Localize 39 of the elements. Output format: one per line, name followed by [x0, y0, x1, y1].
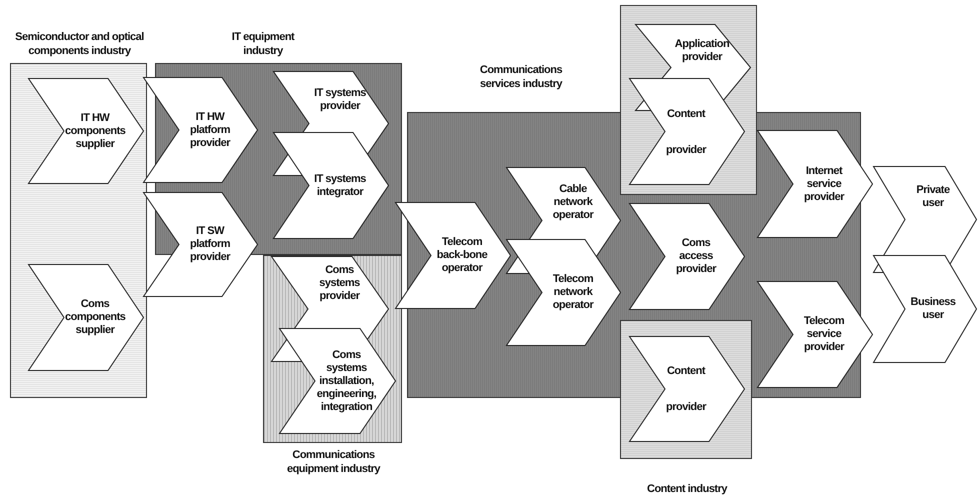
- chevron-shape: [873, 255, 977, 363]
- role-label: Internet service provider: [802, 165, 846, 204]
- industry-heading: Content industry: [646, 482, 728, 496]
- chevron-shape: [28, 264, 144, 371]
- role-label: Telecom back-bone operator: [436, 236, 488, 275]
- role-label: Coms components supplier: [65, 298, 125, 337]
- chevron-shape: [757, 281, 873, 388]
- chevron-shape: [279, 328, 396, 434]
- chevron-shape: [757, 130, 873, 238]
- role-label: Telecom service provider: [802, 315, 846, 354]
- role-label: IT systems provider: [313, 87, 367, 113]
- role-label: IT systems integrator: [313, 173, 367, 199]
- role-label: Cable network operator: [552, 183, 595, 222]
- chevron-shape: [143, 192, 258, 297]
- industry-panel: [620, 5, 757, 195]
- role-label: Business user: [910, 296, 956, 322]
- role-label: Application provider: [674, 38, 730, 64]
- industry-heading: Communications services industry: [478, 63, 564, 91]
- chevron-shape: [143, 77, 258, 183]
- chevron-shape: [629, 78, 745, 185]
- role-label: Coms systems provider: [318, 264, 361, 303]
- role-label: IT HW components supplier: [65, 112, 125, 151]
- chevron-shape: [629, 203, 745, 310]
- industry-heading: IT equipment industry: [230, 30, 296, 58]
- role-label: Content provider: [664, 107, 708, 158]
- chevron-shape: [506, 239, 621, 346]
- role-label: IT HW platform provider: [188, 111, 232, 150]
- role-label: IT SW platform provider: [188, 225, 232, 264]
- role-label: Content provider: [664, 364, 708, 415]
- industry-heading: Communications equipment industry: [286, 448, 382, 476]
- role-label: Private user: [915, 184, 951, 210]
- industry-heading: Semiconductor and optical components industry: [14, 30, 144, 58]
- role-label: Telecom network operator: [552, 273, 595, 312]
- chevron-shape: [629, 336, 745, 442]
- role-label: Coms systems installation, engineering, integration: [316, 349, 377, 414]
- role-label: Coms access provider: [674, 237, 718, 276]
- chevron-shape: [273, 132, 389, 239]
- chevron-shape: [28, 78, 144, 184]
- chevron-shape: [395, 202, 511, 309]
